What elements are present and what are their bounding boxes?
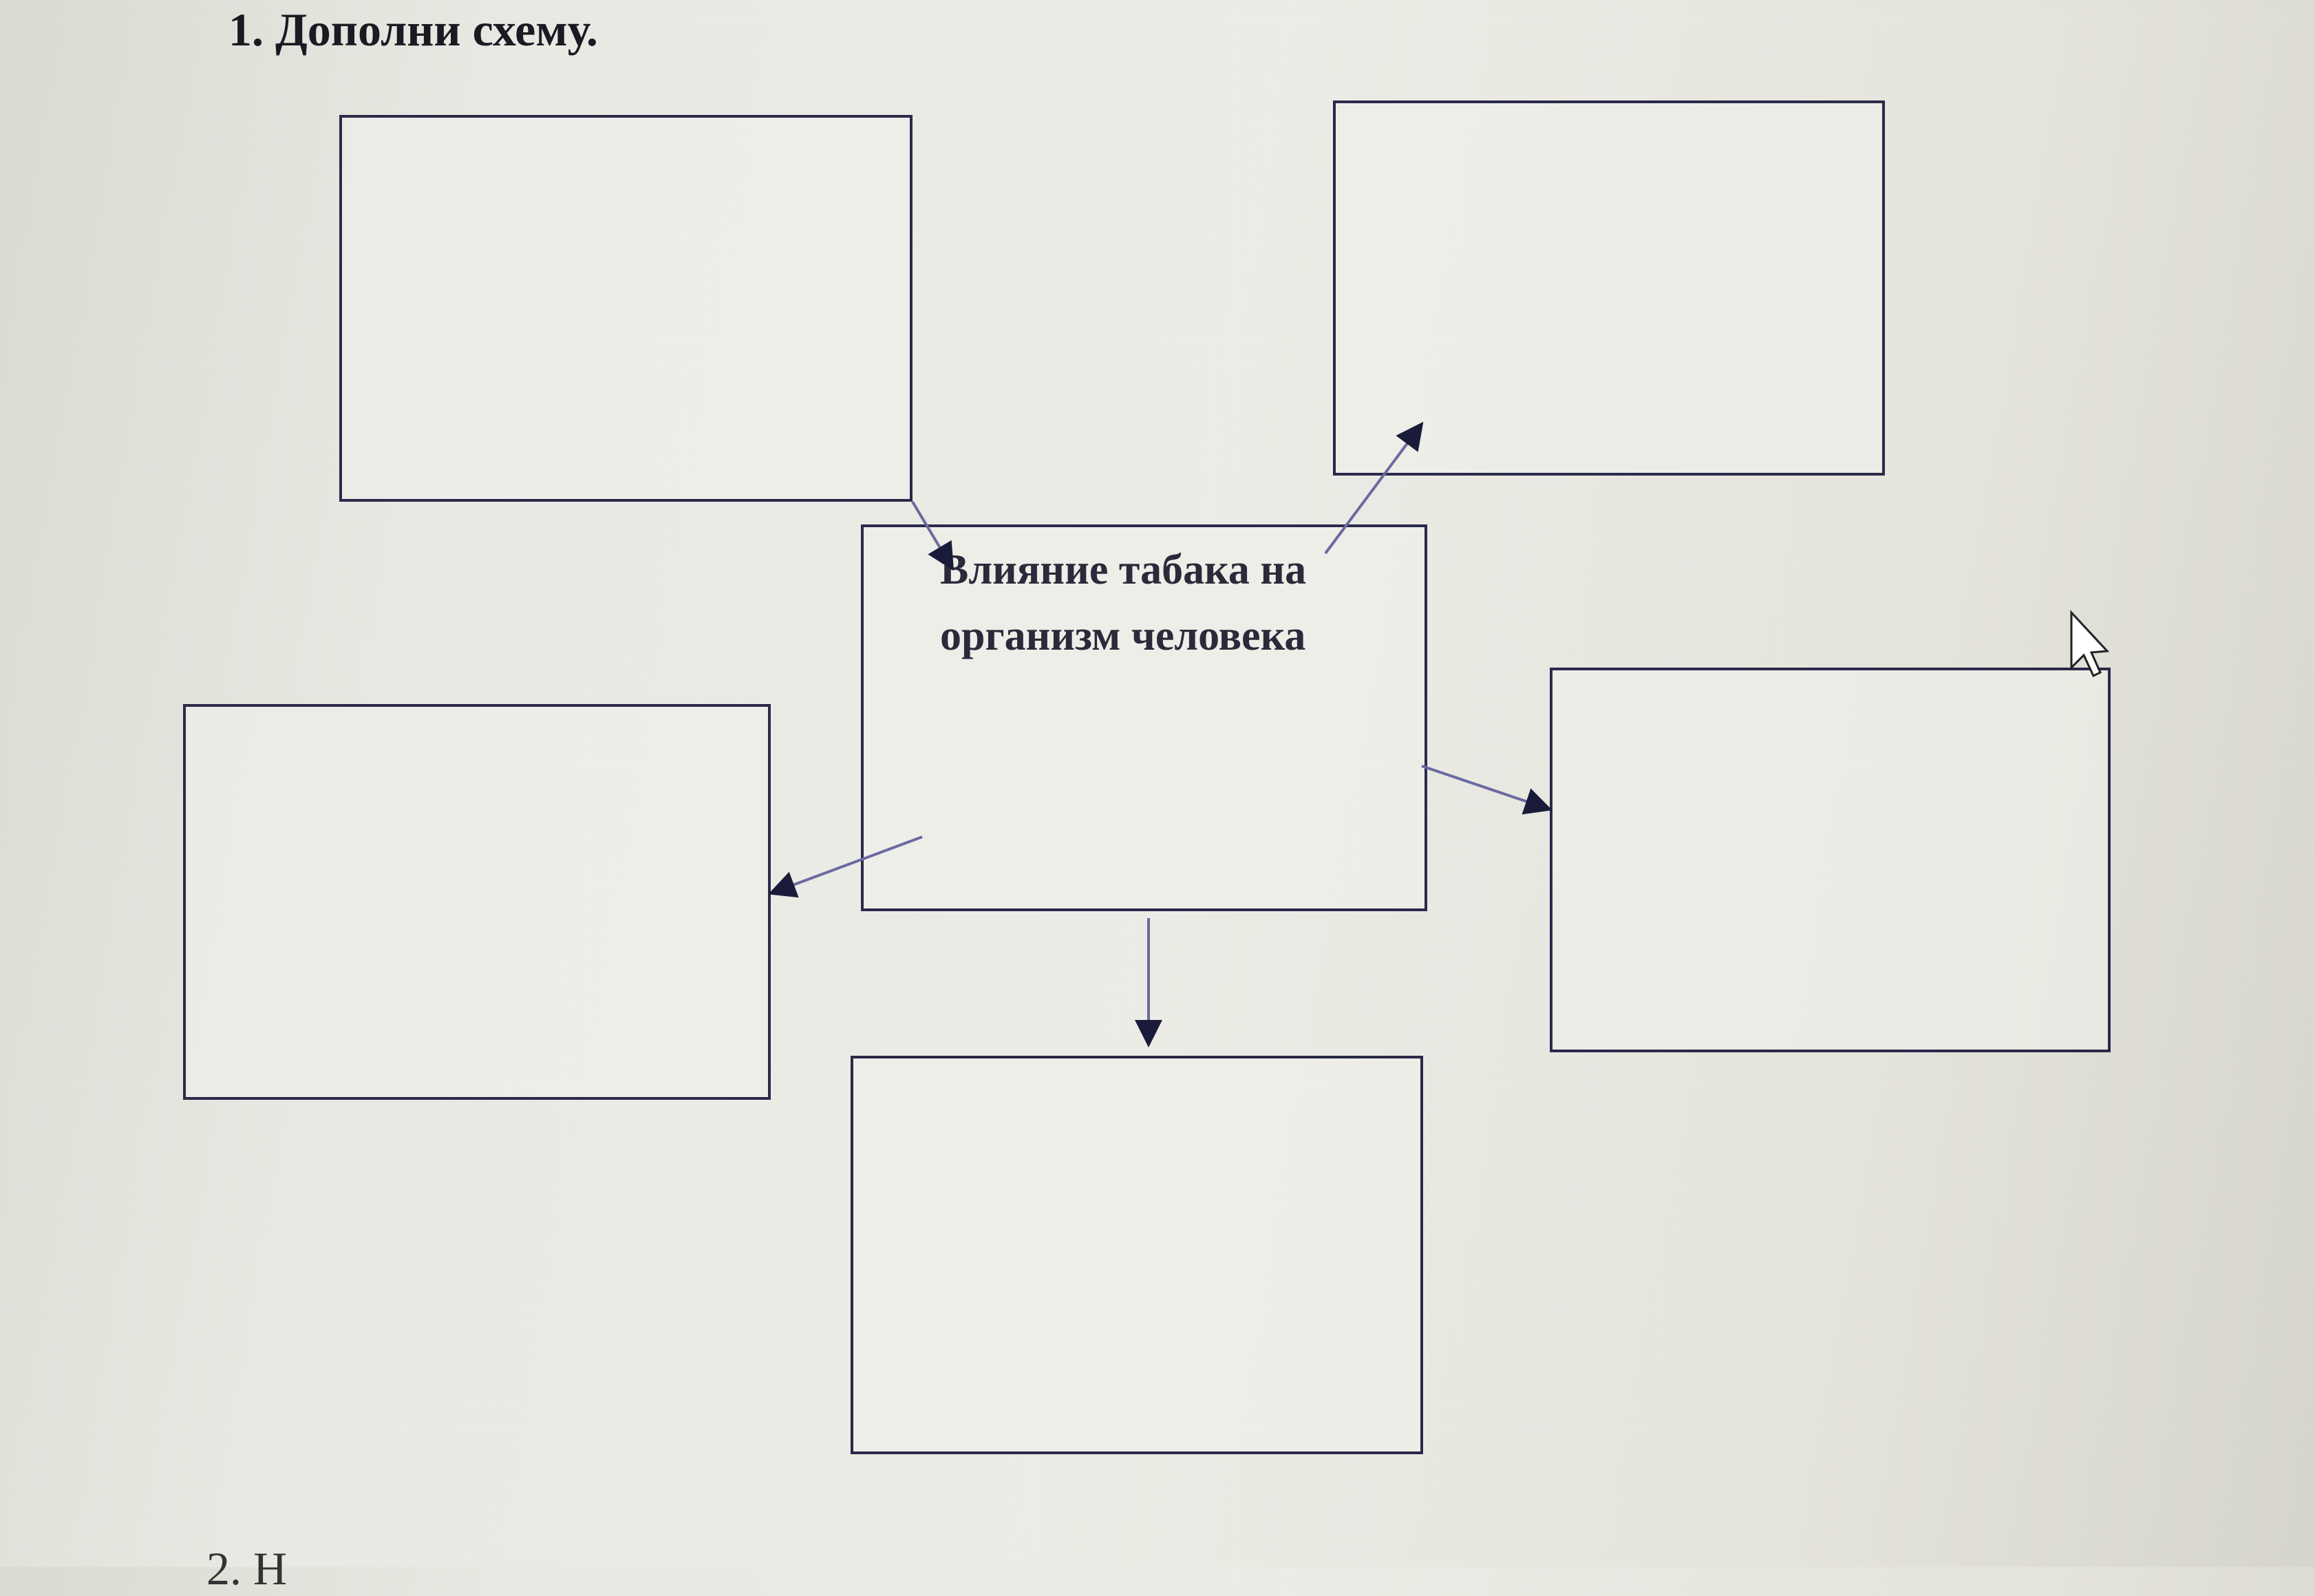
arrow-to-right <box>1421 765 1553 815</box>
task-title: 1. Дополни схему. <box>228 3 598 56</box>
arrow-to-top-left <box>911 500 954 571</box>
center-box <box>861 524 1427 911</box>
next-task-partial: 2. Н <box>206 1542 288 1595</box>
arrow-to-top-right <box>1324 421 1424 555</box>
mouse-cursor-icon <box>2070 610 2110 678</box>
empty-box-bottom[interactable] <box>851 1056 1423 1454</box>
empty-box-right[interactable] <box>1550 668 2111 1052</box>
empty-box-left[interactable] <box>183 704 771 1100</box>
center-line-2: организм человека <box>940 613 1306 659</box>
empty-box-top-right[interactable] <box>1333 100 1885 476</box>
arrow-to-left <box>768 836 923 898</box>
empty-box-top-left[interactable] <box>339 115 913 502</box>
center-line-1: Влияние табака на <box>940 546 1307 593</box>
center-box-text: Влияние табака на организм человека <box>940 537 1306 669</box>
